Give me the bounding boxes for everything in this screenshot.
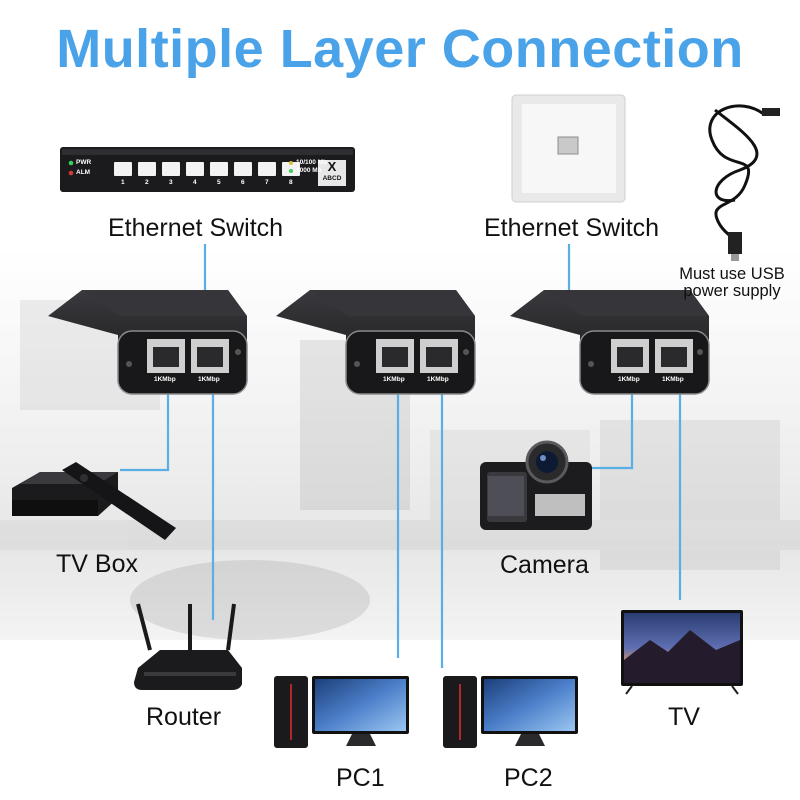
ethernet-switch-device — [60, 147, 355, 192]
splitter-device-2 — [276, 290, 476, 395]
usb-power-note: Must use USB power supply — [664, 266, 800, 300]
switch-port-number: 4 — [193, 179, 197, 186]
splitter-port-label: 1KMbp — [427, 376, 449, 383]
usb-cable — [708, 104, 766, 246]
switch-port-number: 5 — [217, 179, 221, 186]
label-ethernet-switch-right: Ethernet Switch — [484, 214, 660, 242]
splitter-port-label: 1KMbp — [198, 376, 220, 383]
switch-port-number: 7 — [265, 179, 269, 186]
switch-port-number: 8 — [289, 179, 293, 186]
splitter-port-label: 1KMbp — [662, 376, 684, 383]
network-cables — [120, 244, 682, 668]
label-router: Router — [146, 703, 222, 731]
tv-box-device — [12, 462, 176, 540]
switch-speed-label: 10/100 Mb — [296, 159, 328, 166]
label-pc1: PC1 — [336, 764, 385, 792]
switch-port-number: 6 — [241, 179, 245, 186]
router-device — [134, 603, 242, 690]
label-camera: Camera — [500, 551, 589, 579]
label-pc2: PC2 — [504, 764, 553, 792]
usb-power-note-line1: Must use USB — [679, 265, 785, 283]
switch-badge-text: ABCD — [322, 175, 342, 182]
switch-led-alm-label: ALM — [76, 169, 91, 176]
cable-splitter3-camera — [592, 384, 634, 470]
switch-port-number: 3 — [169, 179, 173, 186]
cable-splitter1-tvbox — [120, 384, 170, 472]
label-ethernet-switch-left: Ethernet Switch — [108, 214, 284, 242]
label-tv-box: TV Box — [56, 550, 138, 578]
diagram-title: Multiple Layer Connection — [56, 19, 744, 79]
switch-port-number: 2 — [145, 179, 149, 186]
splitter-device-3 — [510, 290, 710, 395]
wall-socket — [511, 94, 626, 203]
label-tv: TV — [668, 703, 700, 731]
remote-control — [62, 462, 176, 540]
switch-led-pwr-label: PWR — [76, 159, 92, 166]
switch-port-number: 1 — [121, 179, 125, 186]
splitter-device-1 — [48, 290, 248, 395]
splitter-port-label: 1KMbp — [383, 376, 405, 383]
camera-device — [480, 440, 592, 530]
pc2-device — [443, 676, 578, 748]
switch-speed-label: 1000 Mb — [296, 167, 322, 174]
splitter-port-label: 1KMbp — [618, 376, 640, 383]
switch-badge-letter: X — [327, 159, 337, 174]
usb-power-note-line2: power supply — [683, 282, 781, 300]
splitter-port-label: 1KMbp — [154, 376, 176, 383]
tv-device — [621, 610, 743, 695]
pc1-device — [274, 676, 409, 748]
